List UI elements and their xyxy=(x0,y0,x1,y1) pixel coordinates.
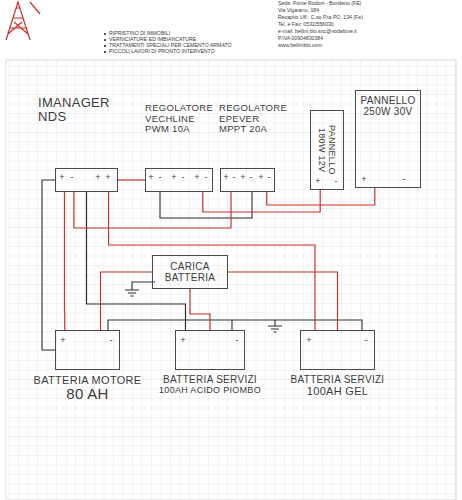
terminal-sign: - xyxy=(268,173,271,182)
letterhead-text: Sede: Ponte Rodoni - Bondeno (FE) xyxy=(278,1,361,6)
component-label: BATTERIA SERVIZI xyxy=(159,374,261,385)
terminal-sign: + xyxy=(148,173,153,182)
letterhead-text: P.IVA 00904830384 xyxy=(278,36,323,41)
component-box: PANNELLO 250W 30V xyxy=(355,90,421,188)
letterhead-text: www.belliniblo.com xyxy=(278,43,322,48)
component-label: BATTERIA MOTORE xyxy=(34,374,142,386)
wire xyxy=(101,272,153,330)
graph-paper xyxy=(6,60,456,500)
terminal-sign: - xyxy=(71,173,74,182)
inner-wrap: CARICA BATTERIA xyxy=(153,256,227,288)
wire xyxy=(74,192,231,228)
terminal-sign: - xyxy=(250,173,253,182)
component-box: REGOLATORE VECHLINE PWM 10A xyxy=(145,168,213,192)
terminal-sign: - xyxy=(335,177,338,186)
wire xyxy=(203,190,320,212)
terminal-sign: + xyxy=(315,177,320,186)
caption-wrap: BATTERIA SERVIZI100AH GEL xyxy=(291,374,385,398)
letterhead-text: Tel. e Fax: 0532/556030 xyxy=(278,22,334,27)
component-label: PANNELLO 250W 30V xyxy=(360,95,416,117)
letterhead-text: TRATTAMENTI SPECIALI PER CEMENTO ARMATO xyxy=(109,43,232,48)
terminal-sign: + xyxy=(60,336,65,345)
ground-symbol xyxy=(125,290,282,332)
caption-wrap: BATTERIA SERVIZI100AH ACIDO PIOMBO xyxy=(159,374,261,395)
component-label: 100AH GEL xyxy=(291,385,385,397)
component-box: PANNELLO 180W 12V xyxy=(310,110,344,190)
terminal-sign: + xyxy=(171,173,176,182)
component-label: 80 AH xyxy=(34,386,142,403)
wire xyxy=(64,192,66,330)
terminal-sign: + xyxy=(105,173,110,182)
terminal-sign: + xyxy=(306,336,311,345)
wire xyxy=(190,289,210,330)
component-label: IMANAGER NDS xyxy=(38,96,118,125)
heading-wrap: REGOLATORE VECHLINE PWM 10A xyxy=(145,103,215,135)
component-label: REGOLATORE VECHLINE PWM 10A xyxy=(145,103,215,135)
company-logo xyxy=(6,2,40,40)
terminal-sign: - xyxy=(110,336,113,345)
wire xyxy=(109,192,315,330)
wire xyxy=(228,272,338,330)
terminal-sign: - xyxy=(233,173,236,182)
letterhead-text: VERNICIATURE ED IMBIANCATURE xyxy=(109,37,196,42)
component-label: PANNELLO 180W 12V xyxy=(317,115,337,185)
terminal-sign: + xyxy=(223,173,228,182)
terminal-sign: - xyxy=(182,173,185,182)
terminal-sign: - xyxy=(159,173,162,182)
caption-wrap: BATTERIA MOTORE80 AH xyxy=(34,374,142,403)
terminal-sign: + xyxy=(194,173,199,182)
component-label: BATTERIA SERVIZI xyxy=(291,374,385,385)
heading-wrap: IMANAGER NDS xyxy=(38,96,118,125)
terminal-sign: + xyxy=(258,173,263,182)
terminal-sign: + xyxy=(59,173,64,182)
wire xyxy=(267,188,375,205)
letterhead-text: Recapito Uff.: C.so P.ta PO, 134 (Fe) xyxy=(278,15,363,20)
bullet-dots xyxy=(104,33,106,53)
terminal-sign: + xyxy=(95,173,100,182)
wire xyxy=(118,179,145,180)
component-label: 100AH ACIDO PIOMBO xyxy=(159,385,261,395)
component-label: CARICA BATTERIA xyxy=(157,261,223,283)
heading-wrap: REGOLATORE EPEVER MPPT 20A xyxy=(219,103,287,135)
component-label: REGOLATORE EPEVER MPPT 20A xyxy=(219,103,287,135)
terminal-sign: - xyxy=(403,175,406,184)
terminal-sign: + xyxy=(361,175,366,184)
terminal-sign: + xyxy=(240,173,245,182)
terminal-sign: + xyxy=(180,336,185,345)
terminal-sign: - xyxy=(365,336,368,345)
terminal-sign: - xyxy=(236,336,239,345)
component-box: CARICA BATTERIA xyxy=(152,255,228,289)
letterhead-text: Via Vigarano, 184 xyxy=(278,8,319,13)
letterhead-text: RIPRISTINO DI IMMOBILI xyxy=(109,31,170,36)
letterhead-text: PICCOLI LAVORI DI PRONTO INTERVENTO xyxy=(109,49,215,54)
terminal-sign: - xyxy=(205,173,208,182)
letterhead-text: e-mail: bellini.blo.snc@vodafone.it xyxy=(278,29,357,34)
inner-wrap: PANNELLO 250W 30V xyxy=(356,91,420,187)
